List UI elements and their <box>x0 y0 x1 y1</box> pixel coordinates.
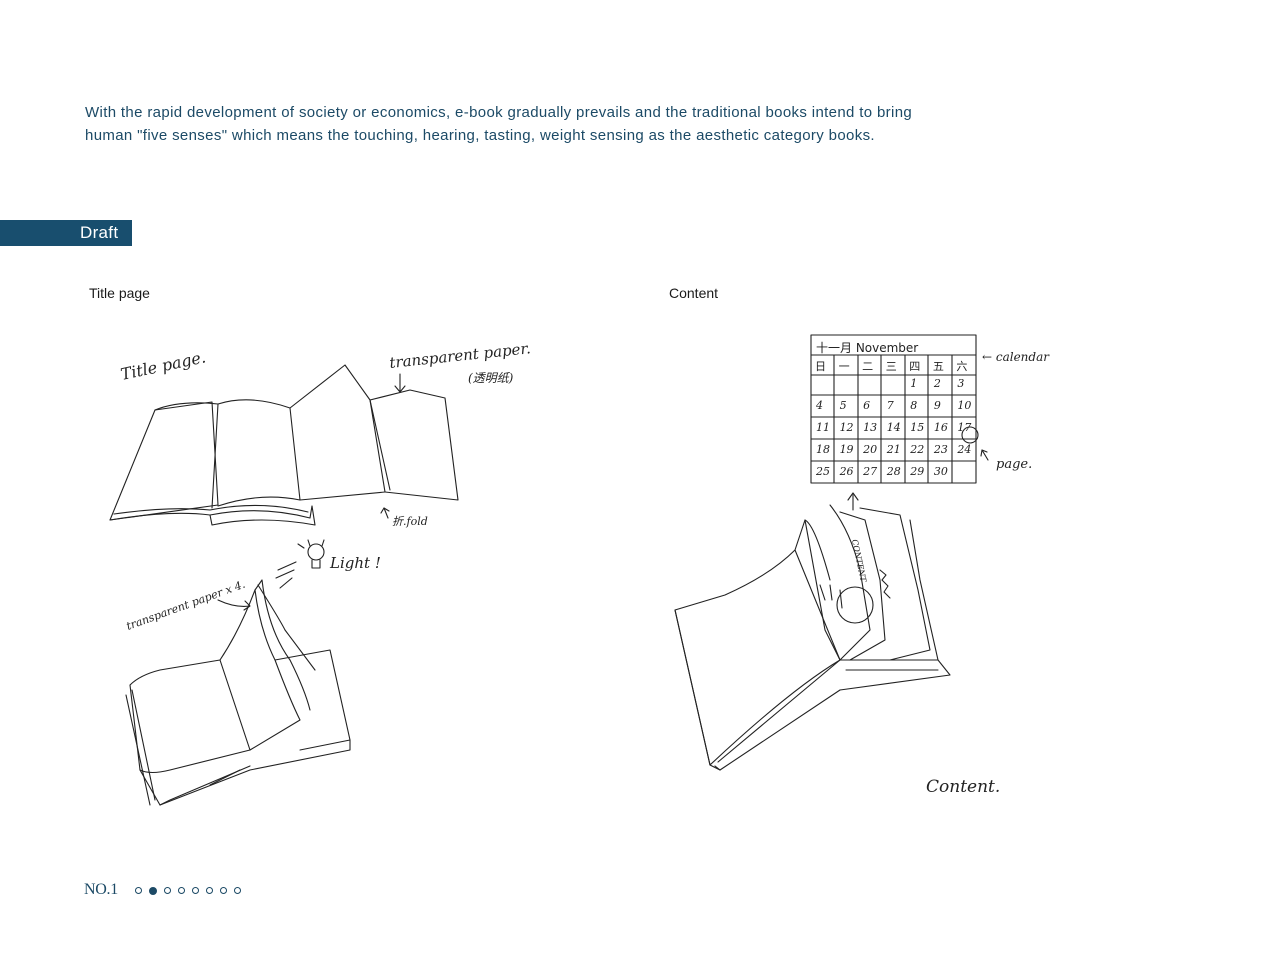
page-number: NO.1 <box>84 881 118 898</box>
calendar-day: 21 <box>886 443 901 456</box>
calendar-day: 30 <box>934 465 948 478</box>
annotation-title-page: Title page. <box>119 347 208 384</box>
calendar-day: 7 <box>887 399 894 412</box>
calendar-weekday: 五 <box>933 360 944 373</box>
calendar-weekday: 六 <box>956 360 967 373</box>
calendar-day: 25 <box>815 465 830 478</box>
section-header-draft: Draft <box>0 220 132 246</box>
annotation-transparent-paper-x4: transparent paper x 4. <box>125 578 247 633</box>
calendar-day: 23 <box>933 443 948 456</box>
calendar-weekday: 三 <box>886 360 897 373</box>
calendar-day: 14 <box>887 421 901 434</box>
calendar-day: 28 <box>886 465 901 478</box>
content-label: Content <box>669 285 719 301</box>
calendar-day: 13 <box>863 421 877 434</box>
calendar-day: 9 <box>934 399 941 412</box>
calendar-grid <box>810 334 977 484</box>
calendar-day: 20 <box>862 443 877 456</box>
calendar-day: 5 <box>840 399 847 412</box>
calendar-day: 17 <box>957 421 971 434</box>
calendar-day: 10 <box>957 399 971 412</box>
section-header-label: Draft <box>80 223 119 242</box>
calendar-day: 8 <box>910 399 917 412</box>
calendar-day: 4 <box>815 399 823 412</box>
calendar-day: 27 <box>862 465 877 478</box>
annotation-fold: 折.fold <box>392 515 428 528</box>
calendar-day: 15 <box>910 421 924 434</box>
page-dot[interactable] <box>135 887 142 894</box>
page-dot[interactable] <box>178 887 185 894</box>
calendar-day: 19 <box>840 443 854 456</box>
calendar-day: 12 <box>840 421 854 434</box>
intro-paragraph: With the rapid development of society or… <box>85 104 913 144</box>
calendar-day: 16 <box>934 421 948 434</box>
annotation-content: Content. <box>926 777 1000 797</box>
calendar-day: 6 <box>863 399 870 412</box>
calendar-day: 29 <box>909 465 924 478</box>
calendar-title: 十一月 November <box>816 341 918 355</box>
annotation-transparent-paper-cn: (透明纸) <box>468 371 514 385</box>
calendar-weekdays: 日一二三四五六 <box>815 360 967 373</box>
calendar-day: 26 <box>839 465 854 478</box>
annotation-light: Light ! <box>329 554 381 572</box>
annotation-content-tab: CONTENT <box>850 539 868 584</box>
calendar-day: 2 <box>933 377 941 390</box>
calendar-day: 18 <box>816 443 830 456</box>
page-indicator <box>135 886 241 895</box>
calendar-weekday: 日 <box>815 360 826 373</box>
calendar-day: 22 <box>909 443 924 456</box>
annotation-transparent-paper: transparent paper. <box>389 339 532 372</box>
page-dot[interactable] <box>234 887 241 894</box>
calendar-day: 3 <box>957 377 964 390</box>
page-dot-active[interactable] <box>149 886 157 895</box>
page-dot[interactable] <box>164 887 171 894</box>
page-dot[interactable] <box>206 887 213 894</box>
calendar-weekday: 二 <box>862 360 873 373</box>
calendar-weekday: 四 <box>909 360 920 373</box>
calendar-day: 24 <box>956 443 971 456</box>
calendar-day: 1 <box>910 377 917 390</box>
calendar-day: 11 <box>816 421 830 434</box>
annotation-calendar: ← calendar <box>982 350 1050 364</box>
page-dot[interactable] <box>192 887 199 894</box>
title-page-sketch: Title page. transparent paper. (透明纸) 折.f… <box>109 339 532 806</box>
calendar-weekday: 一 <box>839 360 850 373</box>
annotation-page: page. <box>996 457 1032 472</box>
page-dot[interactable] <box>220 887 227 894</box>
title-page-label: Title page <box>89 285 150 301</box>
